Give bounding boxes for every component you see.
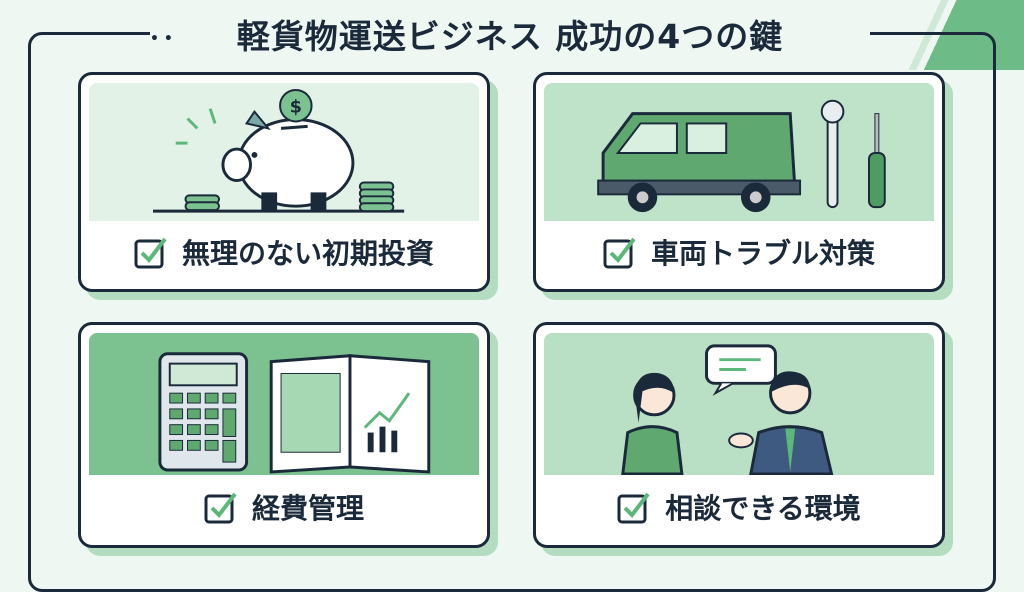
checkbox-checked-icon [603,237,636,269]
card-expense-management: 経費管理 [78,322,490,548]
card-label-text: 車両トラブル対策 [650,237,875,270]
man-icon [728,371,834,475]
card-vehicle-trouble: 車両トラブル対策 [533,72,945,292]
card-label: 経費管理 [81,469,487,545]
checkbox-checked-icon [204,492,237,524]
speech-bubble-icon [705,344,777,396]
card-label-text: 相談できる環境 [665,492,861,525]
checkbox-checked-icon [134,237,167,269]
corner-decoration [864,0,1024,70]
woman-icon [621,372,684,475]
wrench-icon [820,99,845,209]
calculator-ledger-illustration [89,333,479,475]
page-title: 軽貨物運送ビジネス 成功の4つの鍵 [236,17,784,56]
title-bar: • • 軽貨物運送ビジネス 成功の4つの鍵 [150,12,870,56]
card-initial-investment: $ 無理のない初期投資 [78,72,490,292]
checkbox-checked-icon [617,492,650,524]
piggy-bank-illustration: $ [89,83,479,221]
van-tools-illustration [544,83,934,221]
people-talking-icon [621,344,834,475]
screwdriver-icon [868,113,886,209]
card-consultation: 相談できる環境 [533,322,945,548]
coin-symbol: $ [290,98,302,118]
card-label: 相談できる環境 [536,469,942,545]
ledger-icon [269,354,431,474]
van-icon [597,99,886,213]
card-label: 車両トラブル対策 [536,215,942,289]
card-label-text: 無理のない初期投資 [181,237,434,270]
title-dots: • • [150,31,173,47]
calculator-icon [158,352,431,474]
piggy-bank-icon: $ [153,88,405,213]
card-label: 無理のない初期投資 [81,215,487,289]
consultation-illustration [544,333,934,475]
card-label-text: 経費管理 [251,492,364,525]
